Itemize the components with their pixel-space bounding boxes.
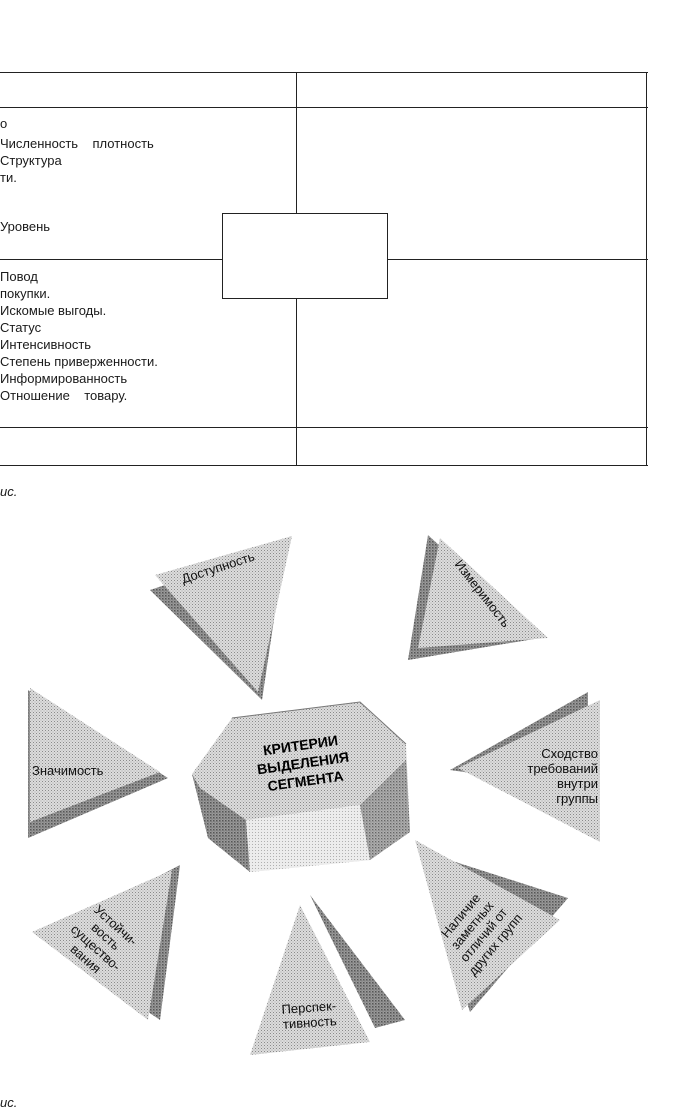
table-footer-divider <box>0 427 648 428</box>
table-row-divider-right <box>386 259 648 260</box>
upper-line-2: Структура <box>0 153 62 168</box>
lower-line-2: покупки. <box>0 286 51 301</box>
label-significance: Значимость <box>32 763 104 778</box>
lower-line-4: Статус <box>0 320 42 335</box>
lower-line-8: Отношение товару. <box>0 388 128 403</box>
segment-criteria-diagram: КРИТЕРИИ ВЫДЕЛЕНИЯ СЕГМЕНТА Доступность … <box>0 520 690 1090</box>
lower-line-7: Информированность <box>0 371 128 386</box>
table-header-divider <box>0 107 648 108</box>
pyramid-distinction <box>415 840 568 1012</box>
upper-fragment: о <box>0 116 8 131</box>
pyramid-perspective <box>250 895 405 1055</box>
segmentation-table: о Численность плотность Структура ти. Ур… <box>0 72 648 467</box>
lower-line-5: Интенсивность <box>0 337 92 352</box>
upper-line-1: Численность плотность <box>0 136 154 151</box>
lower-line-3: Искомые выгоды. <box>0 303 107 318</box>
upper-line-3: ти. <box>0 170 17 185</box>
middle-line: Уровень <box>0 219 51 234</box>
pyramid-similarity <box>450 692 600 842</box>
lower-line-1: Повод <box>0 269 38 284</box>
label-perspective: Перспек- тивность <box>281 998 338 1032</box>
lower-line-6: Степень приверженности. <box>0 354 158 369</box>
table-column-divider-bottom <box>296 298 297 466</box>
label-similarity: Сходство требований внутри группы <box>527 746 598 806</box>
table-column-divider-top <box>296 72 297 213</box>
center-polyhedron <box>192 701 410 872</box>
pyramid-accessibility <box>150 536 292 700</box>
figure-caption-1: ис. <box>0 484 18 499</box>
table-row-divider-left <box>0 259 222 260</box>
diagram-graphics <box>28 535 600 1055</box>
table-center-box <box>222 213 388 299</box>
pyramid-stability <box>32 865 180 1020</box>
figure-caption-2: ис. <box>0 1095 18 1110</box>
table-top-border <box>0 72 648 73</box>
pyramid-significance <box>28 688 168 838</box>
pyramid-measurability <box>408 535 548 660</box>
table-bottom-border <box>0 465 648 466</box>
table-right-border <box>646 72 647 466</box>
